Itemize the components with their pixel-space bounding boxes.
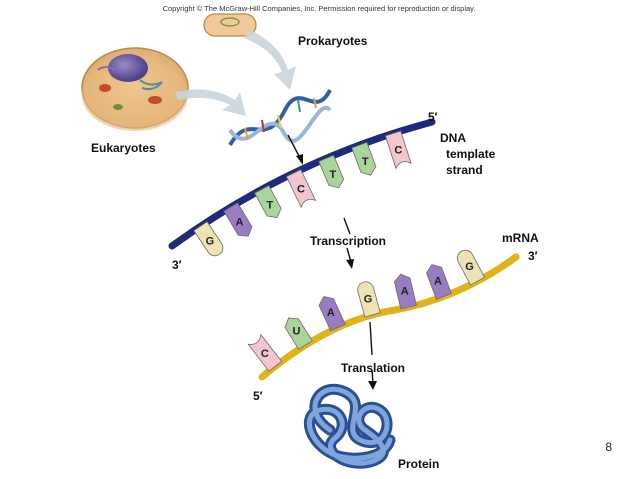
base-shape (223, 202, 253, 237)
mrna-bases: C U A G A A G (247, 249, 486, 372)
dna-base-A: A (223, 202, 253, 237)
base-letter: G (465, 261, 474, 273)
base-letter: T (329, 169, 336, 181)
prokaryotic-cell-illustration (203, 13, 257, 37)
dna-5prime-label: 5′ (428, 110, 438, 124)
dna-base-G: G (193, 221, 224, 257)
mrna-base-U: U (284, 317, 313, 350)
dna-base-T: T (351, 141, 377, 176)
base-shape (384, 130, 412, 170)
mrna-base-A: A (318, 296, 346, 332)
dna-label-line2: template (446, 147, 496, 161)
transcription-label: Transcription (310, 234, 387, 248)
dna-label-line3: strand (446, 163, 483, 177)
eukaryotes-label: Eukaryotes (91, 141, 156, 155)
protein-label: Protein (398, 457, 440, 471)
base-shape (254, 185, 282, 218)
base-letter: A (235, 217, 243, 229)
copyright-notice: Copyright © The McGraw-Hill Companies, I… (162, 4, 476, 13)
base-shape (357, 281, 381, 318)
base-shape (318, 296, 346, 332)
transcription-arrow (343, 217, 354, 269)
mrna-base-A: A (426, 264, 452, 300)
page-number: 8 (605, 440, 612, 454)
eukaryotic-cell-illustration (81, 47, 189, 131)
prokaryote-to-dna-arrow (244, 30, 296, 90)
dna-base-T: T (254, 185, 282, 218)
base-letter: G (364, 293, 373, 305)
base-shape (393, 273, 417, 310)
base-letter: C (261, 348, 269, 360)
base-letter: A (327, 307, 335, 319)
mrna-3prime-label: 3′ (528, 249, 538, 263)
base-letter: A (401, 286, 409, 298)
mrna-base-G: G (456, 249, 486, 286)
translation-arrow (368, 321, 377, 390)
dna-base-T: T (318, 154, 345, 189)
base-letter: U (293, 326, 301, 338)
protein-illustration (303, 383, 396, 469)
mrna-base-C: C (247, 333, 283, 372)
base-shape (456, 249, 486, 286)
base-shape (351, 141, 377, 176)
translation-label: Translation (341, 361, 406, 375)
base-shape (284, 317, 313, 350)
mrna-base-G: G (357, 281, 381, 318)
base-letter: A (434, 275, 442, 287)
prokaryotes-label: Prokaryotes (298, 34, 368, 48)
dna-template-bases: G A T C T T C (193, 130, 412, 257)
base-letter: G (206, 235, 215, 247)
dna-label-line1: DNA (440, 131, 466, 145)
dna-base-C: C (285, 169, 317, 209)
base-letter: C (394, 145, 402, 157)
dna-double-helix (228, 89, 332, 147)
dna-base-C: C (384, 130, 412, 170)
eukaryote-to-dna-arrow (175, 89, 246, 116)
mrna-base-A: A (393, 273, 417, 310)
mrna-5prime-label: 5′ (253, 389, 263, 403)
base-letter: T (362, 156, 369, 168)
base-shape (426, 264, 452, 300)
base-shape (318, 154, 345, 189)
helix-to-template-arrow (287, 134, 303, 165)
base-shape (285, 169, 317, 209)
mrna-label: mRNA (502, 231, 539, 245)
base-shape (247, 333, 283, 372)
base-shape (193, 221, 224, 257)
base-letter: T (266, 199, 273, 211)
dna-3prime-label: 3′ (172, 258, 182, 272)
base-letter: C (297, 183, 305, 195)
